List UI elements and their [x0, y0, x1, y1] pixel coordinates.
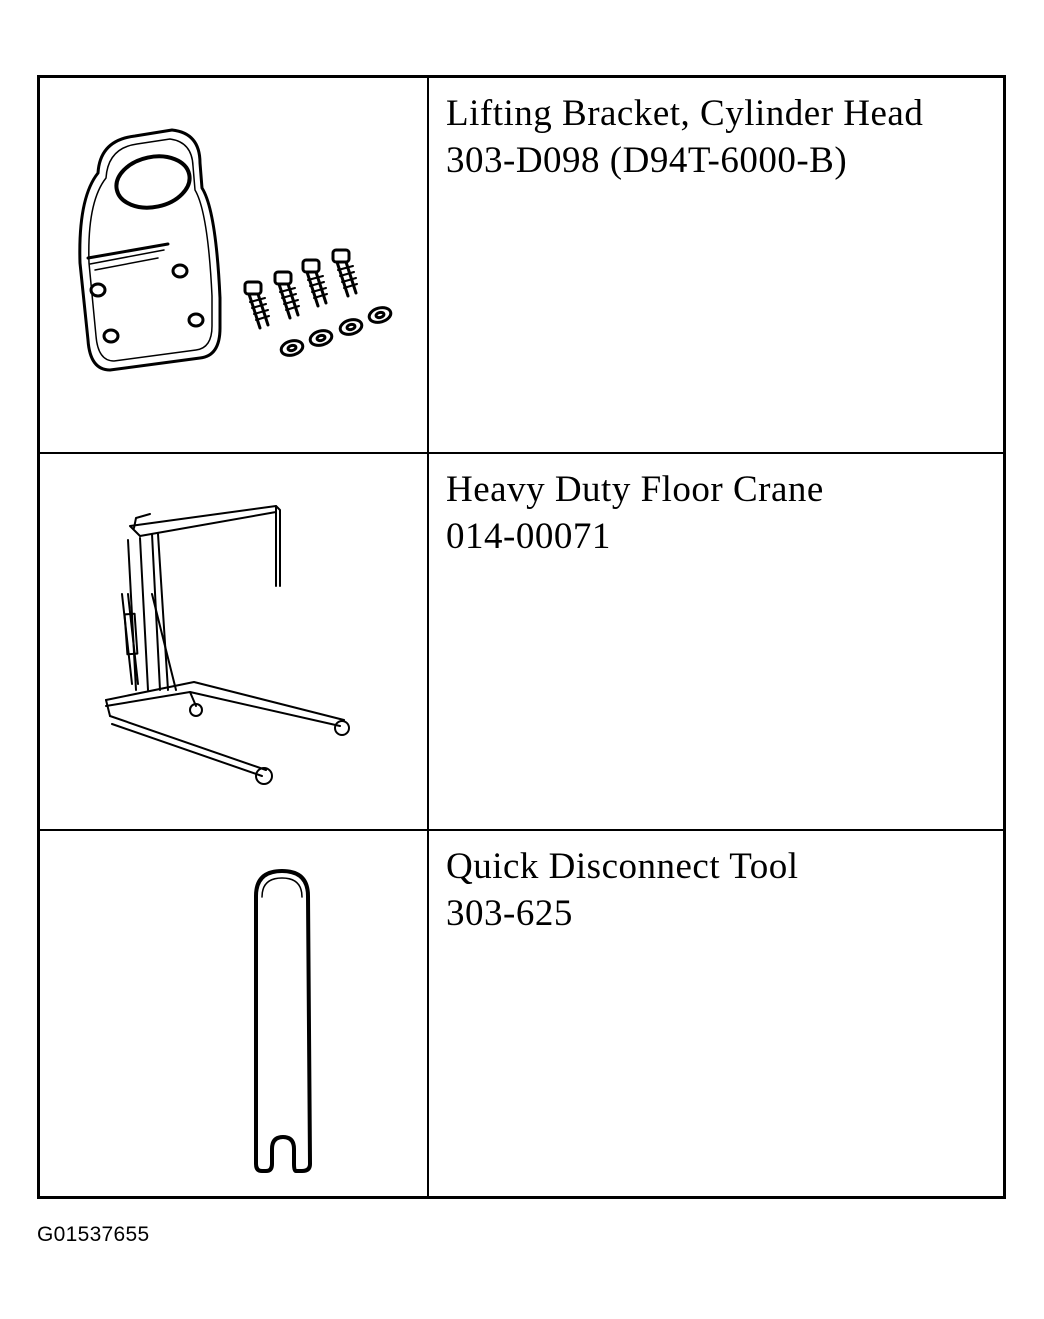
tool-number: 303-625	[446, 893, 573, 934]
tool-illustration-cell	[40, 78, 429, 454]
tool-illustration-cell	[40, 831, 429, 1196]
tool-illustration-cell	[40, 454, 429, 831]
tool-number: 014-00071	[446, 516, 611, 557]
tool-description-cell: Quick Disconnect Tool 303-625	[429, 831, 1003, 1196]
tool-description-cell: Lifting Bracket, Cylinder Head 303-D098 …	[429, 78, 1003, 454]
tool-name: Heavy Duty Floor Crane	[446, 469, 824, 510]
figure-id: G01537655	[37, 1223, 150, 1246]
tool-name: Quick Disconnect Tool	[446, 846, 799, 887]
lifting-bracket-icon	[78, 128, 393, 372]
tool-number: 303-D098 (D94T-6000-B)	[446, 140, 848, 181]
tool-description-cell: Heavy Duty Floor Crane 014-00071	[429, 454, 1003, 831]
special-tools-table: Lifting Bracket, Cylinder Head 303-D098 …	[37, 75, 1006, 1199]
floor-crane-icon	[105, 505, 350, 785]
tool-name: Lifting Bracket, Cylinder Head	[446, 93, 924, 134]
quick-disconnect-tool-icon	[254, 869, 312, 1173]
